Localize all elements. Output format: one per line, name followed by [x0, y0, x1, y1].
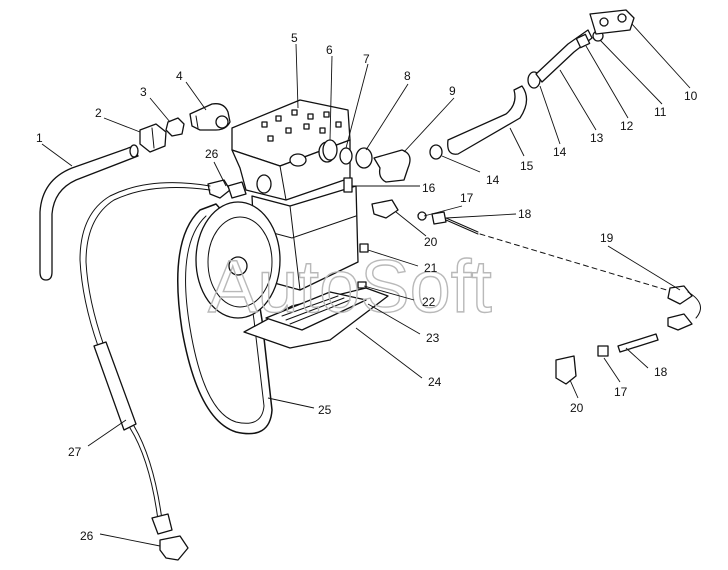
- callout-13: 13: [590, 131, 604, 145]
- part-19-line: [479, 233, 701, 331]
- callout-12: 12: [620, 119, 634, 133]
- callout-9: 9: [449, 84, 456, 98]
- callout-19: 19: [600, 231, 614, 245]
- part-3-fitting: [165, 117, 185, 137]
- callout-18-upper: 18: [518, 207, 532, 221]
- part-21-bolt: [359, 243, 369, 253]
- part-26-fitting-upper: [207, 179, 247, 199]
- part-10-flange: [589, 9, 635, 35]
- callout-26-lower: 26: [80, 529, 94, 543]
- part-16-fitting: [343, 177, 353, 193]
- callout-17-upper: 17: [460, 191, 474, 205]
- callout-22: 22: [422, 295, 436, 309]
- part-18-fitting-lower: [617, 333, 659, 353]
- callout-18-lower: 18: [654, 365, 668, 379]
- part-6-fitting: [322, 139, 338, 161]
- callout-24: 24: [428, 375, 442, 389]
- callout-8: 8: [404, 69, 411, 83]
- callout-labels: 1 2 3 4 5 6 7 8 9 10 11 12 13 14 14 15 1…: [36, 31, 698, 543]
- callout-14-upper: 14: [553, 145, 567, 159]
- part-8-seal: [355, 147, 373, 169]
- part-23-plate: [265, 291, 367, 331]
- callout-17-lower: 17: [614, 385, 628, 399]
- callout-3: 3: [140, 85, 147, 99]
- callout-5: 5: [291, 31, 298, 45]
- callout-27: 27: [68, 445, 82, 459]
- callout-15: 15: [520, 159, 534, 173]
- part-20-elbow-upper: [371, 199, 399, 219]
- callout-20-lower: 20: [570, 401, 584, 415]
- part-7-ring: [339, 147, 353, 165]
- part-18-fitting-upper: [431, 211, 479, 235]
- part-9-elbow: [373, 149, 411, 183]
- callout-20-upper: 20: [424, 235, 438, 249]
- callout-11: 11: [654, 105, 667, 119]
- callout-10: 10: [684, 89, 698, 103]
- callout-16: 16: [422, 181, 436, 195]
- part-26-fitting-lower: [151, 513, 189, 561]
- callout-2: 2: [95, 106, 102, 120]
- part-14-ring-lower: [429, 144, 443, 160]
- compressor-head: [231, 99, 351, 201]
- callout-7: 7: [363, 52, 370, 66]
- part-4-elbow: [189, 103, 231, 131]
- callout-23: 23: [426, 331, 440, 345]
- part-2-nut: [139, 123, 167, 153]
- part-12-nut: [575, 33, 591, 49]
- part-1-tube: [39, 144, 139, 281]
- part-27-line: [79, 182, 211, 521]
- callout-21: 21: [424, 261, 438, 275]
- part-22-bolt: [357, 281, 367, 289]
- callout-1: 1: [36, 131, 43, 145]
- callout-26-upper: 26: [205, 147, 219, 161]
- callout-14-lower: 14: [486, 173, 500, 187]
- callout-25: 25: [318, 403, 332, 417]
- leader-lines: [41, 23, 691, 547]
- part-20-elbow-lower: [555, 355, 577, 385]
- part-17-nut-lower: [597, 345, 609, 357]
- pulley: [195, 201, 281, 319]
- watermark: AutoSoft: [208, 245, 492, 328]
- callout-6: 6: [326, 43, 333, 57]
- part-15-hose: [447, 85, 528, 155]
- callout-4: 4: [176, 69, 183, 83]
- part-17-nut-upper: [417, 211, 427, 221]
